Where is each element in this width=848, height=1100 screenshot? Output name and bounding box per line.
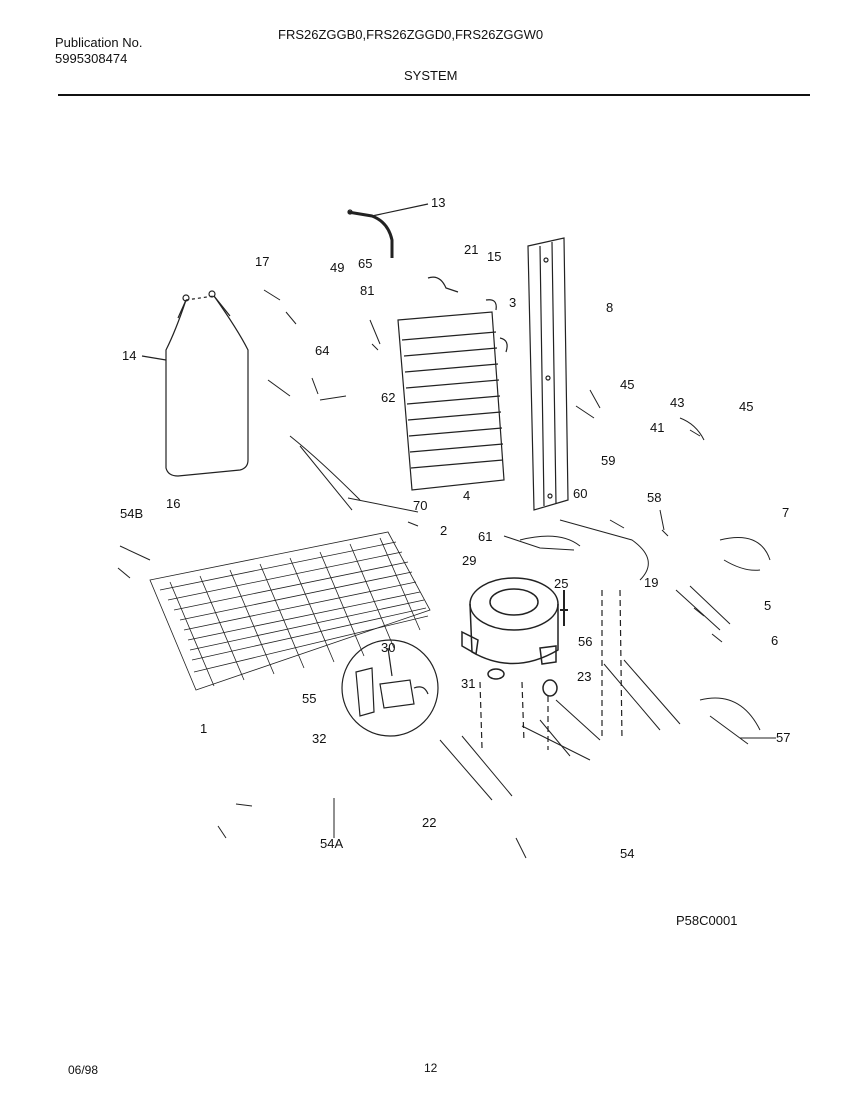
callout-41: 41 — [650, 420, 665, 435]
callout-6: 6 — [771, 633, 779, 648]
callout-43: 43 — [670, 395, 685, 410]
callout-8: 8 — [606, 300, 614, 315]
callout-81: 81 — [360, 283, 375, 298]
page-number: 12 — [424, 1061, 438, 1075]
header-rule — [58, 94, 810, 96]
callout-2: 2 — [440, 523, 448, 538]
callout-30: 30 — [381, 640, 396, 655]
callout-70: 70 — [413, 498, 428, 513]
callout-3: 3 — [509, 295, 517, 310]
publication-label: Publication No. — [55, 35, 143, 50]
callout-15: 15 — [487, 249, 502, 264]
callout-17: 17 — [255, 254, 270, 269]
callout-49: 49 — [330, 260, 345, 275]
callout-59: 59 — [601, 453, 616, 468]
capillary-tube-drawing — [347, 203, 429, 258]
callout-61: 61 — [478, 529, 493, 544]
mounting-dash-lines — [479, 589, 623, 750]
callout-25: 25 — [554, 576, 569, 591]
callout-45b: 45 — [739, 399, 754, 414]
base-parts-drawing — [117, 289, 776, 859]
callout-14: 14 — [122, 348, 137, 363]
callout-32: 32 — [312, 731, 327, 746]
callout-4: 4 — [463, 488, 471, 503]
publication-number: 5995308474 — [55, 51, 128, 66]
callout-45a: 45 — [620, 377, 635, 392]
callout-57: 57 — [776, 730, 791, 745]
relay-inset-drawing — [341, 639, 439, 737]
callout-13: 13 — [431, 195, 446, 210]
callout-19: 19 — [644, 575, 659, 590]
model-numbers: FRS26ZGGB0,FRS26ZGGD0,FRS26ZGGW0 — [278, 27, 544, 42]
callout-64: 64 — [315, 343, 330, 358]
callout-58: 58 — [647, 490, 662, 505]
callout-60: 60 — [573, 486, 588, 501]
section-title: SYSTEM — [404, 68, 458, 83]
condenser-grid-drawing — [149, 531, 431, 691]
accumulator-bag-drawing — [141, 290, 249, 477]
callout-21: 21 — [464, 242, 479, 257]
callout-56: 56 — [578, 634, 593, 649]
callout-1: 1 — [200, 721, 208, 736]
mounting-rail-drawing — [527, 237, 569, 511]
callout-54: 54 — [620, 846, 635, 861]
compressor-drawing — [461, 577, 568, 697]
figure-code: P58C0001 — [676, 913, 738, 928]
callout-5: 5 — [764, 598, 772, 613]
callout-31: 31 — [461, 676, 476, 691]
callout-29: 29 — [462, 553, 477, 568]
callout-62: 62 — [381, 390, 396, 405]
callout-55: 55 — [302, 691, 317, 706]
callout-7: 7 — [782, 505, 790, 520]
callout-22: 22 — [422, 815, 437, 830]
callout-23: 23 — [577, 669, 592, 684]
evaporator-coil-drawing — [397, 276, 508, 491]
callout-16: 16 — [166, 496, 181, 511]
callout-54A: 54A — [320, 836, 344, 851]
footer-date: 06/98 — [68, 1063, 99, 1077]
callout-65: 65 — [358, 256, 373, 271]
callout-54B: 54B — [120, 506, 144, 521]
